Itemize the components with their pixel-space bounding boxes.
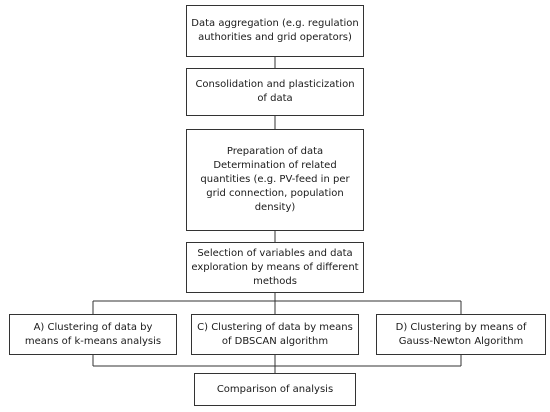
step-consolidation-line-1: Consolidation and plasticization	[195, 79, 355, 90]
branch-kmeans-line-2: means of k-means analysis	[24, 335, 162, 347]
step-preparation-line-2: Determination of related	[213, 160, 337, 171]
step-variable-selection-line-3: methods	[253, 275, 297, 287]
branch-dbscan-line-1: C) Clustering of data by means	[197, 321, 353, 333]
branch-kmeans-line-1: A) Clustering of data by	[33, 321, 153, 333]
branch-gauss-newton-line-1: D) Clustering by means of	[395, 321, 527, 333]
step-comparison: Comparison of analysis	[194, 373, 356, 406]
step-data-aggregation-line-2: authorities and grid operators)	[198, 32, 352, 43]
step-variable-selection: Selection of variables and data explorat…	[186, 242, 364, 293]
step-data-aggregation: Data aggregation (e.g. regulation author…	[186, 5, 364, 57]
branch-gauss-newton-line-2: Gauss-Newton Algorithm	[398, 335, 524, 347]
branch-kmeans: A) Clustering of data by means of k-mean…	[9, 314, 177, 355]
step-consolidation: Consolidation and plasticization of data	[186, 68, 364, 116]
step-preparation-line-1: Preparation of data	[226, 146, 324, 157]
step-preparation: Preparation of data Determination of rel…	[186, 129, 364, 231]
step-variable-selection-line-1: Selection of variables and data	[197, 247, 353, 259]
step-data-aggregation-line-1: Data aggregation (e.g. regulation	[191, 18, 359, 29]
step-preparation-line-3: quantities (e.g. PV-feed in per	[200, 174, 350, 185]
branch-gauss-newton: D) Clustering by means of Gauss-Newton A…	[376, 314, 546, 355]
branch-dbscan-line-2: of DBSCAN algorithm	[221, 335, 329, 347]
step-comparison-line-1: Comparison of analysis	[216, 383, 334, 395]
step-consolidation-line-2: of data	[257, 93, 293, 104]
step-preparation-line-5: density)	[254, 202, 296, 213]
branch-dbscan: C) Clustering of data by means of DBSCAN…	[191, 314, 359, 355]
step-preparation-line-4: grid connection, population	[206, 188, 344, 199]
step-variable-selection-line-2: exploration by means of different	[191, 261, 359, 273]
